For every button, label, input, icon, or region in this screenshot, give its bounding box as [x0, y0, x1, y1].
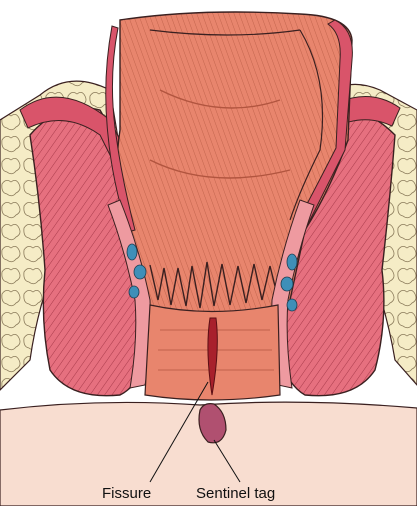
sentinel-tag-label: Sentinel tag: [196, 486, 275, 501]
fissure-label: Fissure: [102, 486, 151, 501]
